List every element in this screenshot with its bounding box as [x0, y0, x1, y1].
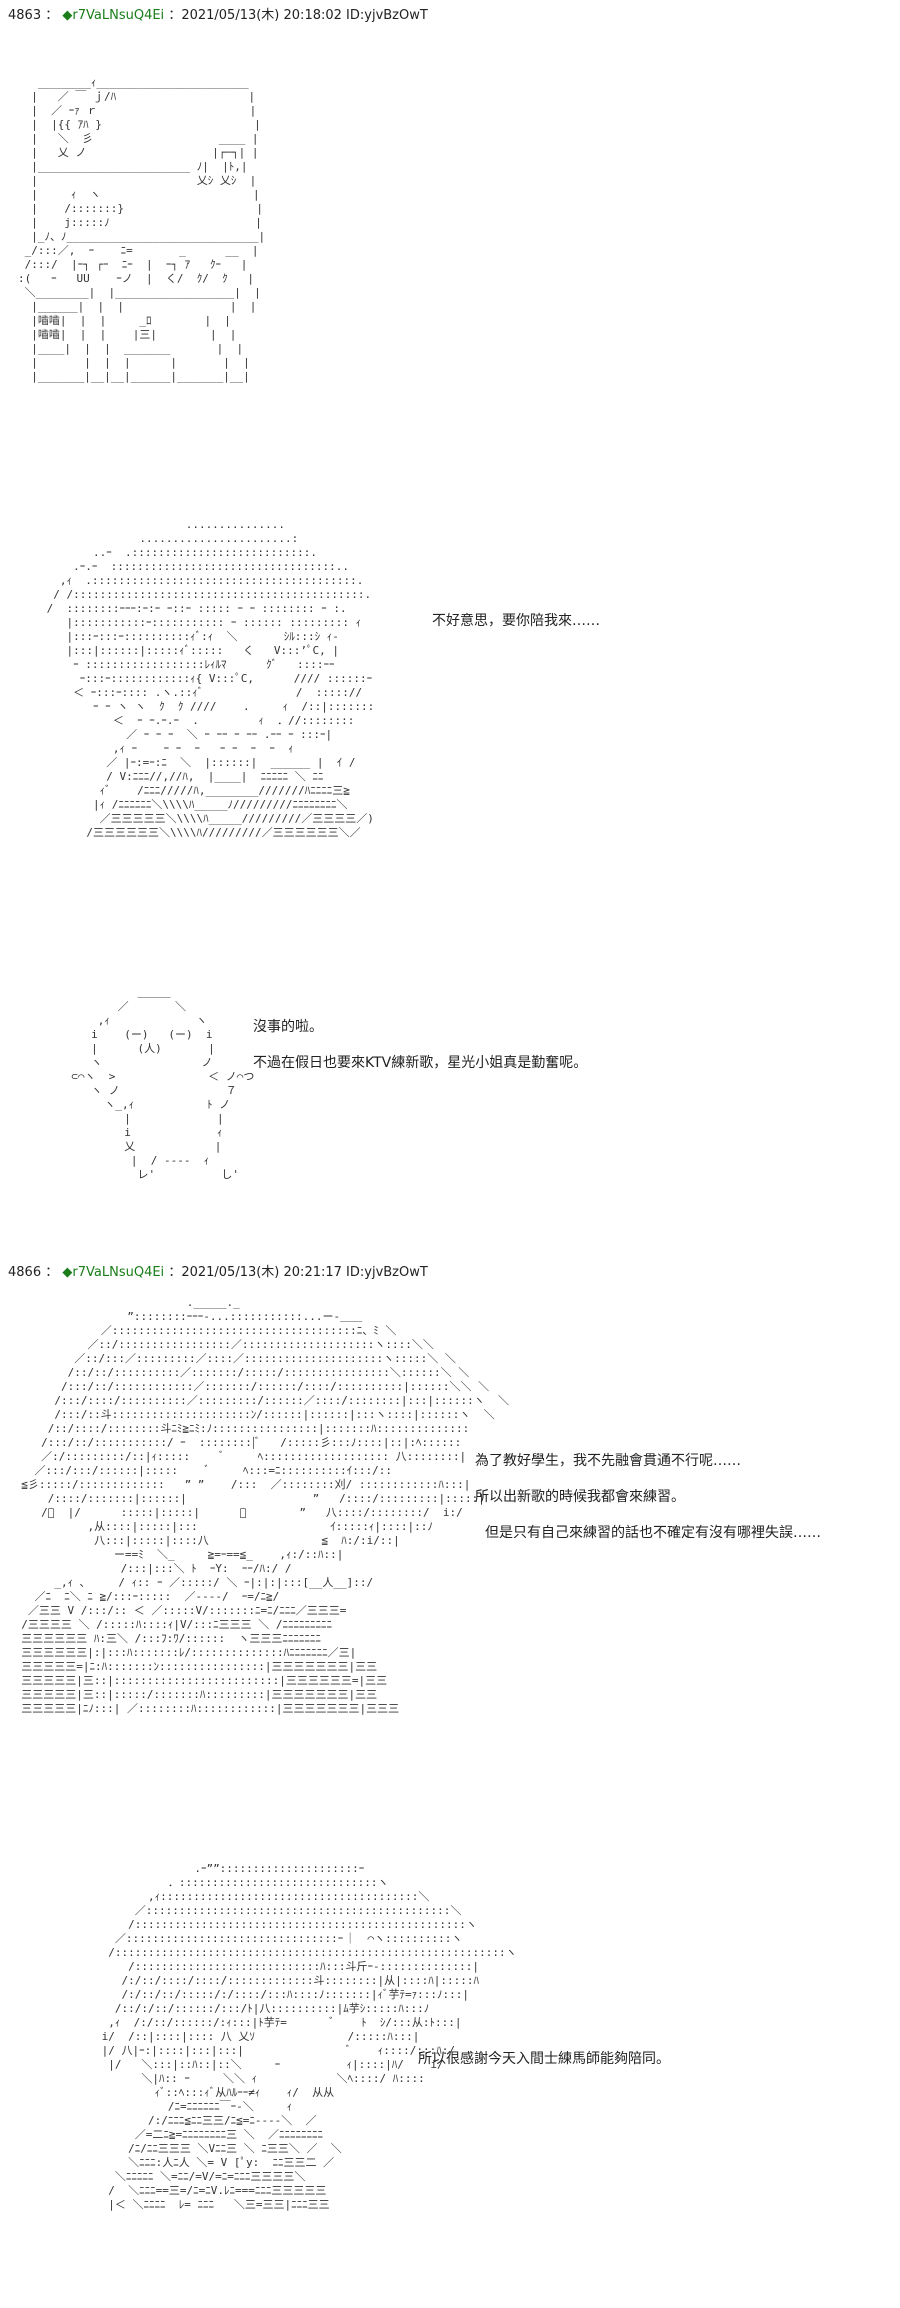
post-date: ：2021/05/13(木) 20:21:17 ID:yjvBzOwT [168, 1265, 428, 1280]
poster-trip: ◆r7VaLNsuQ4Ei [62, 1265, 165, 1280]
post-number[interactable]: 4866 [8, 1265, 42, 1280]
dialogue-line: 所以出新歌的時候我都會來練習。 [475, 1489, 685, 1505]
dialogue-line: 但是只有自己來練習的話也不確定有沒有哪裡失誤…… [485, 1525, 821, 1541]
separator: ： [45, 1265, 59, 1280]
dialogue-panel-3: 沒事的啦。 不過在假日也要來KTV練新歌，星光小姐真是勤奮呢。 [253, 1016, 587, 1088]
poster-trip: ◆r7VaLNsuQ4Ei [62, 8, 165, 23]
post-date: ：2021/05/13(木) 20:18:02 ID:yjvBzOwT [168, 8, 428, 23]
ascii-art-character-ghost: ＿＿＿ ／ ＼ ,ｨ ヽ i (ー) (ー) i | (人) | ヽ ノ ⊂⌒ヽ… [71, 986, 255, 1181]
dialogue-line: 不好意思，要你陪我來…… [432, 613, 600, 629]
dialogue-panel-4: 為了教好學生，我不先融會貫通不行呢…… 所以出新歌的時候我都會來練習。 但是只有… [475, 1450, 821, 1544]
dialogue-line: 所以很感謝今天入間士練馬師能夠陪同。 [418, 2051, 670, 2067]
dialogue-line: 沒事的啦。 [253, 1019, 323, 1035]
dialogue-line: 不過在假日也要來KTV練新歌，星光小姐真是勤奮呢。 [253, 1055, 588, 1071]
dialogue-line: 為了教好學生，我不先融會貫通不行呢…… [475, 1453, 741, 1469]
dialogue-panel-2: 不好意思，要你陪我來…… [432, 610, 600, 644]
ascii-art-room: ________ｨ_______________________ | ／ ￣ ｊ… [18, 76, 266, 383]
post-header: 4866 ： ◆r7VaLNsuQ4Ei ：2021/05/13(木) 20:2… [8, 1261, 428, 1280]
ascii-art-character-longhair: ._____._ ”::::::::ｰｰｰ‐...:::::::::::...ー… [21, 1296, 509, 1715]
ascii-art-character-smiling: .ｰ””:::::::::::::::::::::ｰ ．::::::::::::… [101, 1862, 517, 2211]
post-header: 4863 ： ◆r7VaLNsuQ4Ei ：2021/05/13(木) 20:1… [8, 4, 428, 23]
post-number[interactable]: 4863 [8, 8, 42, 23]
separator: ： [45, 8, 59, 23]
ascii-art-character-hooded: ............... .......................:… [46, 518, 375, 839]
dialogue-panel-5: 所以很感謝今天入間士練馬師能夠陪同。 [418, 2048, 670, 2082]
